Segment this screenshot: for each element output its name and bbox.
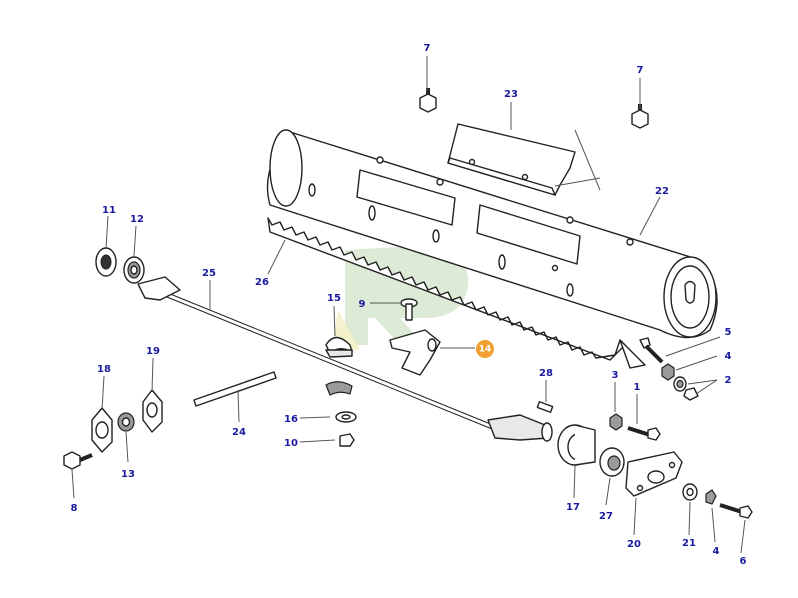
bearing-27 (599, 447, 625, 477)
rod-24 (193, 371, 277, 407)
bearing-housing-17 (557, 424, 596, 466)
label-part-28[interactable]: 28 (539, 368, 553, 379)
clip-lower (325, 381, 353, 396)
label-part-19[interactable]: 19 (146, 346, 160, 357)
serrated-knife (267, 217, 646, 369)
flange-19 (142, 389, 163, 433)
nut-4-lower (705, 489, 717, 505)
nut-4-upper (661, 363, 675, 381)
bolt-6 (719, 503, 753, 519)
label-part-25[interactable]: 25 (202, 268, 216, 279)
label-part-7[interactable]: 7 (637, 65, 644, 76)
washer-21 (682, 483, 698, 501)
label-part-8[interactable]: 8 (71, 503, 78, 514)
clamp-14 (389, 329, 441, 376)
label-part-4[interactable]: 4 (725, 351, 732, 362)
label-part-23[interactable]: 23 (504, 89, 518, 100)
drum-cylinder (266, 129, 718, 339)
label-part-20[interactable]: 20 (627, 539, 641, 550)
bolt-5 (639, 337, 664, 364)
washer-16 (335, 411, 357, 423)
label-part-17[interactable]: 17 (566, 502, 580, 513)
label-part-15[interactable]: 15 (327, 293, 341, 304)
label-part-6[interactable]: 6 (740, 556, 747, 567)
label-part-24[interactable]: 24 (232, 427, 246, 438)
nut-10 (339, 433, 355, 447)
washers-2 (673, 376, 699, 401)
label-part-13[interactable]: 13 (121, 469, 135, 480)
label-part-18[interactable]: 18 (97, 364, 111, 375)
drive-shaft (137, 276, 553, 442)
pin-28 (536, 401, 554, 413)
label-part-3[interactable]: 3 (612, 370, 619, 381)
clip-15 (325, 336, 353, 358)
label-part-22[interactable]: 22 (655, 186, 669, 197)
label-part-2[interactable]: 2 (725, 375, 732, 386)
label-part-14[interactable]: 14 (479, 345, 492, 355)
cover-bracket (447, 123, 601, 196)
label-part-7[interactable]: 7 (424, 43, 431, 54)
label-part-5[interactable]: 5 (725, 327, 732, 338)
pin-9 (400, 298, 418, 321)
bolt-7-left (419, 88, 437, 113)
label-part-1[interactable]: 1 (634, 382, 641, 393)
label-part-27[interactable]: 27 (599, 511, 613, 522)
selected-part-14-badge[interactable]: 14 (476, 340, 494, 358)
label-part-26[interactable]: 26 (255, 277, 269, 288)
label-part-10[interactable]: 10 (284, 438, 298, 449)
bushing-13 (117, 412, 135, 432)
bearing-11 (95, 247, 117, 277)
leader-lines (71, 56, 746, 554)
bolt-8 (63, 451, 93, 470)
label-part-16[interactable]: 16 (284, 414, 298, 425)
flange-plate-20 (625, 451, 683, 497)
label-part-11[interactable]: 11 (102, 205, 116, 216)
label-part-12[interactable]: 12 (130, 214, 144, 225)
label-part-4[interactable]: 4 (713, 546, 720, 557)
bearing-12 (123, 256, 145, 284)
nut-3 (609, 413, 623, 431)
bolt-1 (627, 426, 661, 441)
selected-badge-circle (476, 340, 494, 358)
label-part-21[interactable]: 21 (682, 538, 696, 549)
flange-18 (91, 407, 113, 453)
part-labels: 7 7 23 22 11 12 25 26 15 9 5 19 4 18 28 … (71, 43, 747, 567)
label-part-9[interactable]: 9 (359, 299, 366, 310)
